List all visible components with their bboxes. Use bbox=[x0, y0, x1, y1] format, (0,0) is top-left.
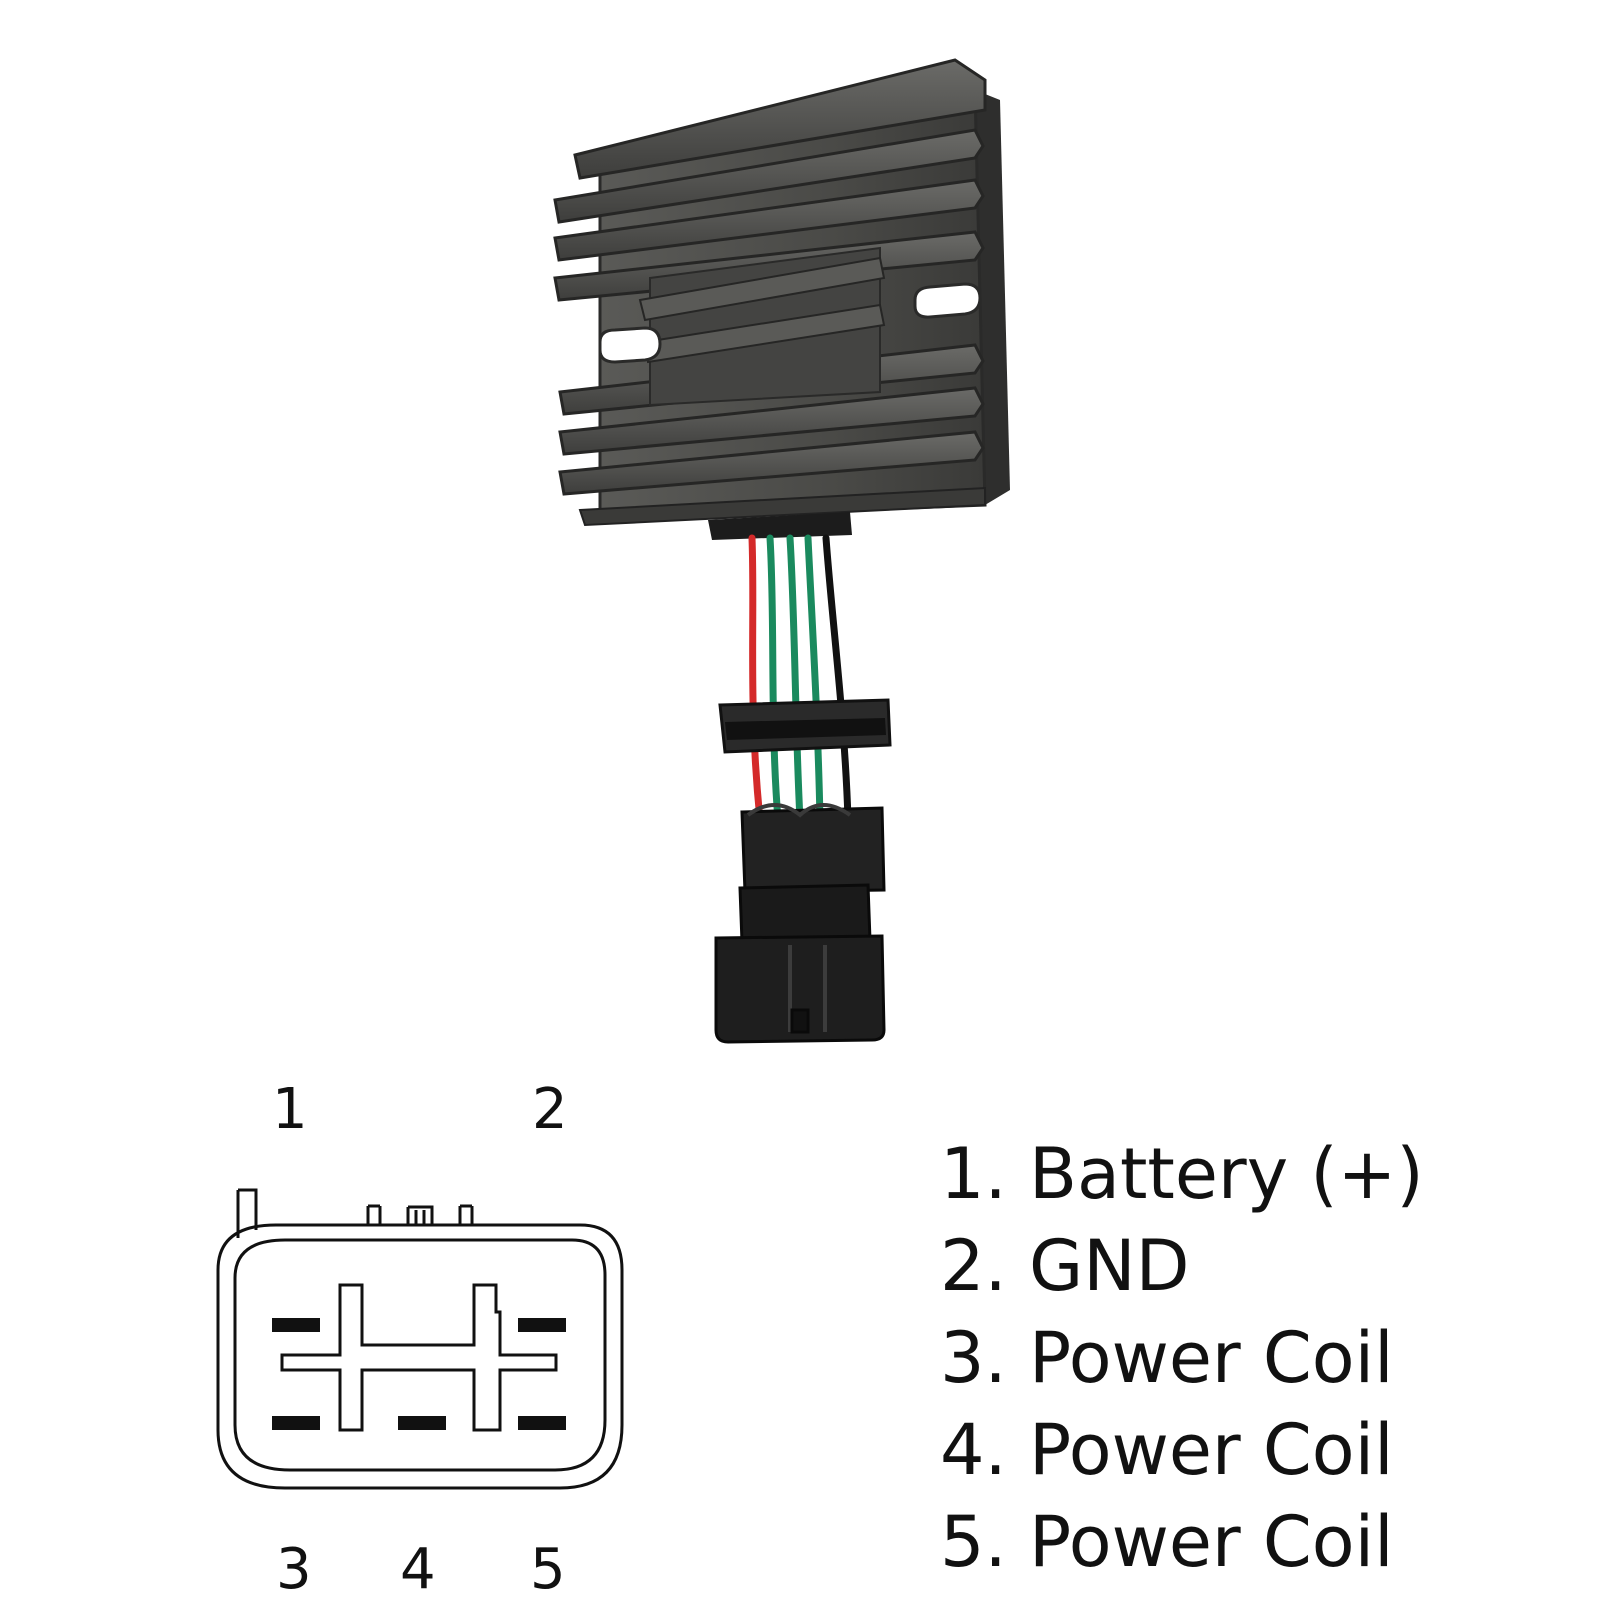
pin-label-4: 4 bbox=[400, 1537, 436, 1602]
legend-item: 4. Power Coil bbox=[940, 1409, 1394, 1491]
wire-grommet bbox=[708, 512, 852, 540]
heatsink-fin bbox=[558, 430, 985, 496]
pin-label-2: 2 bbox=[532, 1077, 568, 1142]
mounting-hole-right bbox=[913, 282, 982, 319]
mounting-hole-left bbox=[598, 326, 662, 364]
pin-label-5: 5 bbox=[530, 1537, 566, 1602]
legend-item: 3. Power Coil bbox=[940, 1317, 1394, 1399]
wire-harness bbox=[748, 534, 852, 824]
heatsink-body bbox=[553, 58, 1010, 527]
pin-label-3: 3 bbox=[276, 1537, 312, 1602]
connector-terminals bbox=[272, 1318, 566, 1430]
wire-clip bbox=[718, 698, 892, 754]
heatsink-fin bbox=[553, 178, 985, 262]
legend-item: 1. Battery (+) bbox=[940, 1133, 1424, 1215]
heatsink-fin bbox=[558, 386, 985, 456]
harness-connector bbox=[714, 803, 886, 1044]
legend-item: 5. Power Coil bbox=[940, 1501, 1394, 1583]
legend-item: 2. GND bbox=[940, 1225, 1190, 1307]
connector-face-diagram bbox=[216, 1188, 624, 1490]
pin-label-1: 1 bbox=[272, 1077, 308, 1142]
pinout-legend: 1. Battery (+) 2. GND 3. Power Coil 4. P… bbox=[940, 1128, 1424, 1588]
heatsink-fin bbox=[553, 128, 985, 224]
